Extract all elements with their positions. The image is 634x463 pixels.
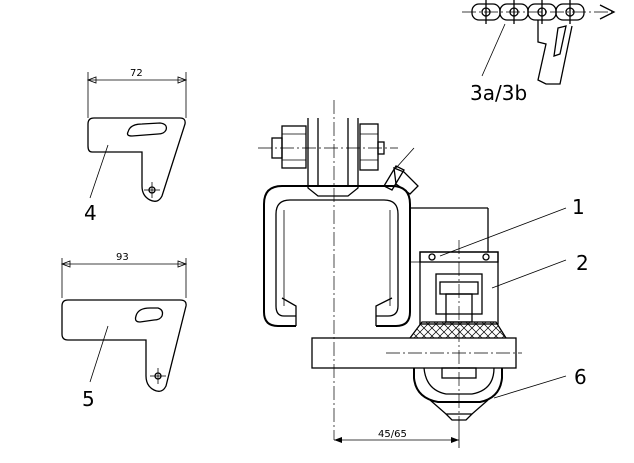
plate-b bbox=[60, 258, 188, 392]
part-2-callout: 2 bbox=[576, 251, 589, 275]
part-6-callout: 6 bbox=[574, 365, 587, 389]
part-1-callout: 1 bbox=[572, 195, 585, 219]
chain-callout: 3a/3b bbox=[470, 81, 527, 105]
plate-a-width: 72 bbox=[130, 68, 143, 79]
plate-b-width: 93 bbox=[116, 252, 129, 263]
offset-dimension: 45/65 bbox=[378, 429, 407, 440]
chain-segment bbox=[462, 0, 616, 85]
plate-a bbox=[86, 72, 188, 202]
main-assembly bbox=[258, 100, 567, 448]
plate-b-callout: 5 bbox=[82, 387, 95, 411]
plate-a-callout: 4 bbox=[84, 201, 97, 225]
